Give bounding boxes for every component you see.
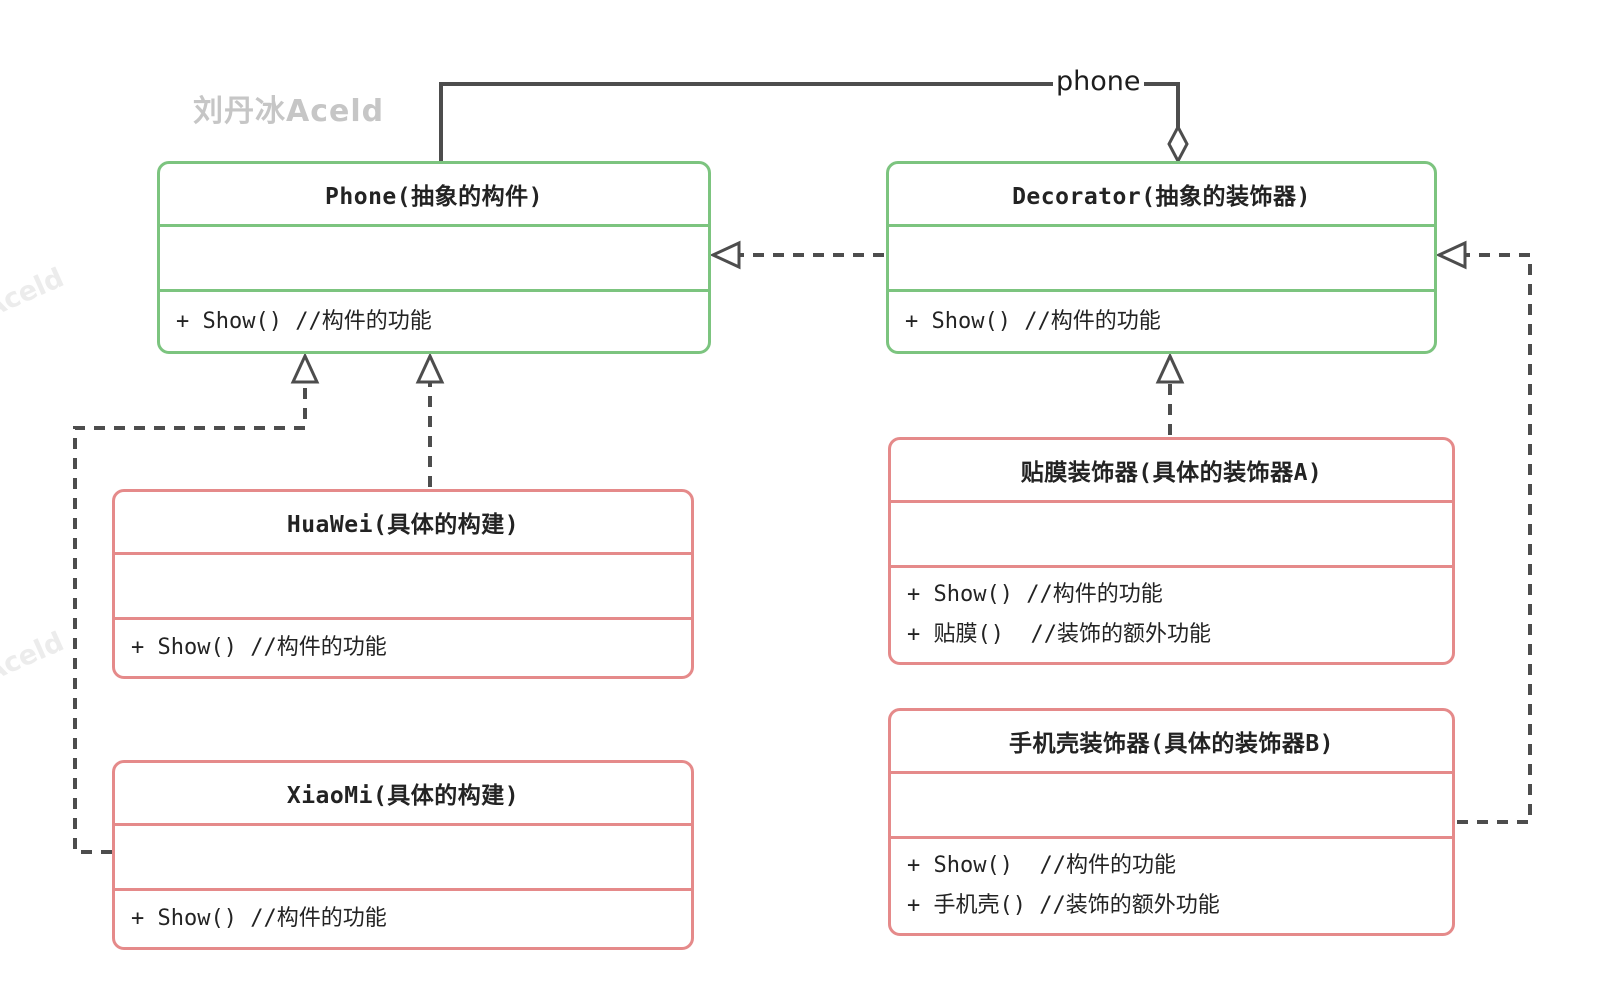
realization-edge-decorator-phone (709, 240, 884, 270)
method-line: + Show() //构件的功能 (131, 906, 387, 931)
method-line: + 贴膜() //装饰的额外功能 (907, 622, 1211, 647)
realization-edge-huawei-phone (415, 352, 445, 487)
open-triangle-icon (415, 352, 445, 384)
attributes-compartment (891, 503, 1452, 568)
class-box-xiaomi: XiaoMi(具体的构建) + Show() //构件的功能 (112, 760, 694, 950)
class-title: HuaWei(具体的构建) (115, 492, 691, 555)
methods-compartment: + Show() //构件的功能 (115, 620, 691, 676)
class-title: XiaoMi(具体的构建) (115, 763, 691, 826)
open-triangle-icon (1155, 352, 1185, 384)
methods-compartment: + Show() //构件的功能 (160, 292, 708, 351)
method-line: + Show() //构件的功能 (907, 853, 1176, 878)
class-box-huawei: HuaWei(具体的构建) + Show() //构件的功能 (112, 489, 694, 679)
open-diamond-icon (1167, 123, 1189, 165)
class-title: Decorator(抽象的装饰器) (889, 164, 1434, 227)
class-box-film-decorator: 贴膜装饰器(具体的装饰器A) + Show() //构件的功能 + 贴膜() /… (888, 437, 1455, 665)
attributes-compartment (115, 826, 691, 891)
method-line: + Show() //构件的功能 (905, 308, 1161, 334)
open-triangle-icon (709, 240, 741, 270)
attributes-compartment (160, 227, 708, 292)
association-role-label: phone (1053, 66, 1144, 97)
class-title: 手机壳装饰器(具体的装饰器B) (891, 711, 1452, 774)
realization-edge-film-decorator (1155, 352, 1185, 435)
method-line: + Show() //构件的功能 (176, 308, 432, 334)
methods-compartment: + Show() //构件的功能 (889, 292, 1434, 351)
methods-compartment: + Show() //构件的功能 + 贴膜() //装饰的额外功能 (891, 568, 1452, 662)
method-line: + Show() //构件的功能 (907, 582, 1163, 607)
realization-edge-case-decorator (1435, 240, 1532, 824)
open-triangle-icon (290, 352, 320, 384)
attributes-compartment (891, 774, 1452, 839)
methods-compartment: + Show() //构件的功能 + 手机壳() //装饰的额外功能 (891, 839, 1452, 933)
attributes-compartment (115, 555, 691, 620)
class-title: 贴膜装饰器(具体的装饰器A) (891, 440, 1452, 503)
open-triangle-icon (1435, 240, 1467, 270)
class-title: Phone(抽象的构件) (160, 164, 708, 227)
watermark-author: 刘丹冰Aceld (193, 94, 385, 129)
class-box-phone: Phone(抽象的构件) + Show() //构件的功能 (157, 161, 711, 354)
class-box-decorator: Decorator(抽象的装饰器) + Show() //构件的功能 (886, 161, 1437, 354)
method-line: + Show() //构件的功能 (131, 635, 387, 660)
method-line: + 手机壳() //装饰的额外功能 (907, 893, 1220, 918)
realization-edge-xiaomi-phone (73, 352, 320, 854)
methods-compartment: + Show() //构件的功能 (115, 891, 691, 947)
attributes-compartment (889, 227, 1434, 292)
class-box-case-decorator: 手机壳装饰器(具体的装饰器B) + Show() //构件的功能 + 手机壳()… (888, 708, 1455, 936)
